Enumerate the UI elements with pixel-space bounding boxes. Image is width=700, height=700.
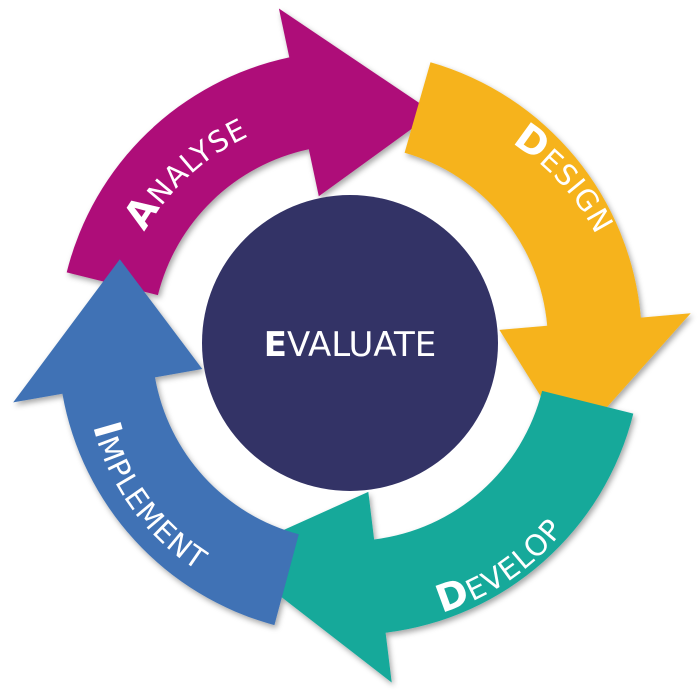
- arrow-implement: [13, 259, 299, 626]
- center-circle: [202, 195, 498, 491]
- center-label: EVALUATE: [264, 325, 437, 365]
- arrow-analyse: [66, 8, 434, 296]
- arrow-design: [404, 62, 691, 447]
- arrow-develop: [227, 390, 634, 683]
- center-label-rest: VALUATE: [287, 325, 436, 365]
- center-label-initial: E: [264, 325, 287, 365]
